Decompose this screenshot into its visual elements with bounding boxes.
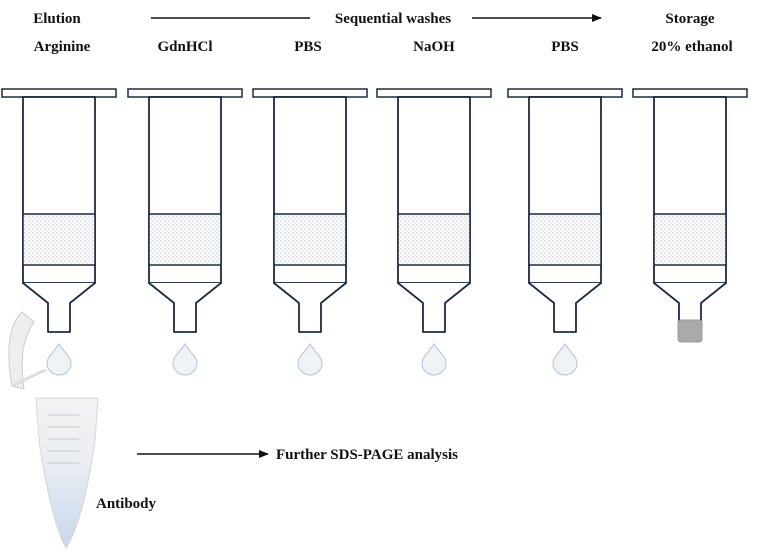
column-flange [252,88,368,98]
syringe-column-icon [376,88,492,376]
reagent-label-pbs-1: PBS [294,39,322,55]
resin-bed [148,213,222,266]
column-flange [1,88,117,98]
antibody-label: Antibody [96,496,157,512]
resin-bed [273,213,347,266]
syringe-column-icon [632,88,748,343]
column-outlet [273,282,347,333]
columns-group [1,88,748,376]
reagent-label-arginine: Arginine [34,39,91,55]
reagent-label-gdnhcl: GdnHCl [157,39,212,55]
storage-label: Storage [665,11,714,27]
cap-icon [677,319,703,343]
syringe-column-icon [127,88,243,376]
droplet-icon [46,342,72,376]
column-outlet [22,282,96,333]
resin-bed [528,213,602,266]
resin-bed [653,213,727,266]
column-flange [507,88,623,98]
column-outlet [148,282,222,333]
column-outlet [397,282,471,333]
elution-label: Elution [33,11,81,27]
syringe-column-icon [1,88,117,376]
droplet-icon [421,342,447,376]
resin-bed [397,213,471,266]
analysis-label: Further SDS-PAGE analysis [276,447,458,463]
reagent-label-naoh: NaOH [413,39,455,55]
resin-bed [22,213,96,266]
droplet-icon [297,342,323,376]
column-outlet [528,282,602,333]
droplet-icon [552,342,578,376]
droplet-icon [172,342,198,376]
reagent-label-pbs-2: PBS [551,39,579,55]
reagent-label-ethanol: 20% ethanol [651,39,732,55]
column-flange [632,88,748,98]
syringe-column-icon [252,88,368,376]
syringe-column-icon [507,88,623,376]
column-flange [127,88,243,98]
microtube-icon [8,311,99,549]
sequential-washes-label: Sequential washes [335,11,451,27]
column-flange [376,88,492,98]
